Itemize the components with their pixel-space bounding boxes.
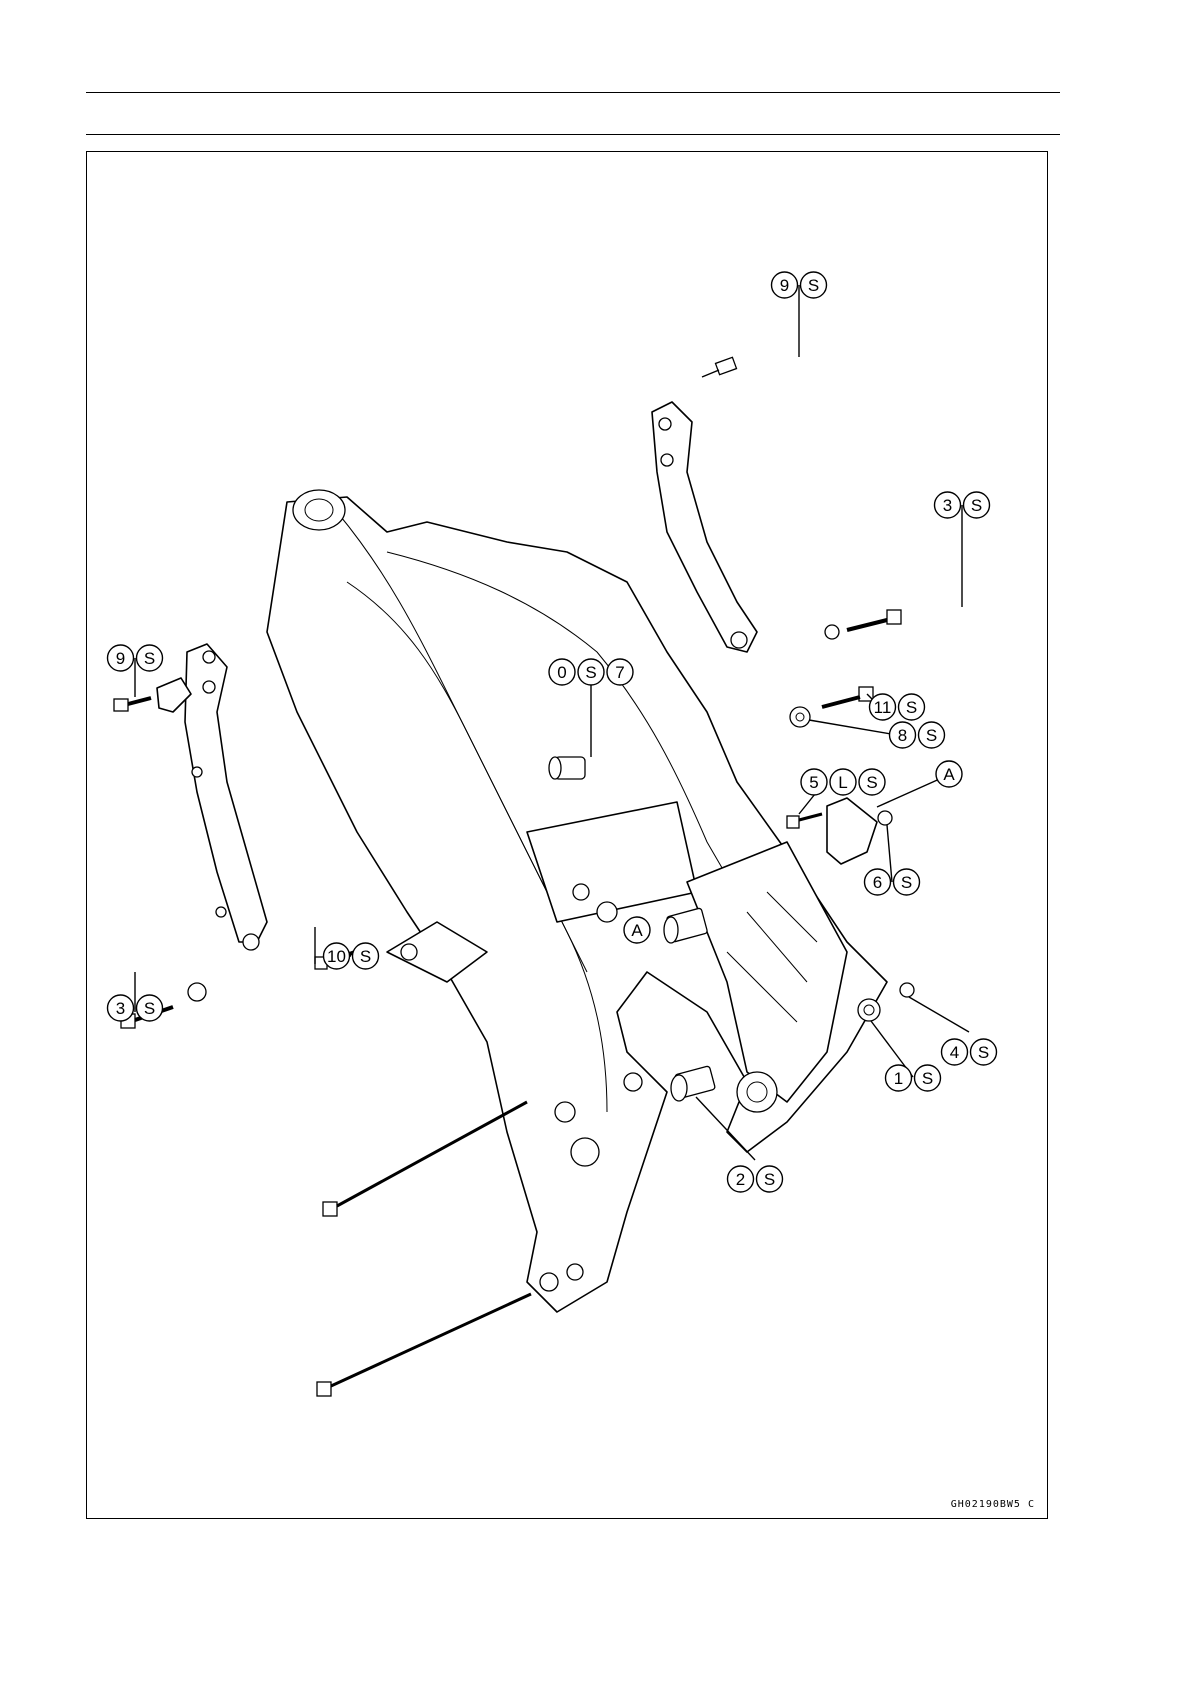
nut-4-icon	[900, 983, 914, 997]
callout-text: 8	[898, 726, 907, 745]
right-rear-bracket	[652, 402, 757, 652]
callout-text: 6	[873, 873, 882, 892]
left-rear-bracket	[185, 644, 267, 950]
callout-text: 10	[327, 947, 346, 966]
callout-text: S	[926, 726, 937, 745]
collar-2-icon	[671, 1066, 715, 1101]
bolt-9-left-icon	[114, 698, 151, 711]
callout-text: 3	[116, 999, 125, 1018]
callout-c-a-right: A	[936, 761, 962, 787]
main-frame	[267, 490, 887, 1312]
callout-text: 9	[116, 649, 125, 668]
callout-text: 4	[950, 1043, 959, 1062]
nut-6-icon	[878, 811, 892, 825]
bolt-5-icon	[787, 814, 822, 828]
callout-text: S	[144, 999, 155, 1018]
callout-c-a-mid: A	[624, 917, 650, 943]
nut-1-icon	[858, 999, 880, 1021]
callout-text: 7	[615, 663, 624, 682]
bolt-9-top-icon	[702, 357, 737, 377]
callout-text: 1	[894, 1069, 903, 1088]
washer-3-right-icon	[825, 625, 839, 639]
callout-text: S	[901, 873, 912, 892]
figure-code: GH02190BW5 C	[951, 1499, 1035, 1510]
callout-text: S	[906, 698, 917, 717]
callout-text: 0	[557, 663, 566, 682]
callout-text: S	[978, 1043, 989, 1062]
callout-c-11: 11 S	[870, 694, 925, 720]
callout-text: S	[922, 1069, 933, 1088]
nut-8-icon	[790, 707, 810, 727]
bolt-3-right-icon	[847, 610, 901, 630]
callout-text: S	[866, 773, 877, 792]
callout-text: S	[144, 649, 155, 668]
washer-3-left-icon	[188, 983, 206, 1001]
callout-text: A	[943, 765, 955, 784]
callout-text: 3	[943, 496, 952, 515]
long-bolt-upper-icon	[323, 1102, 527, 1216]
collar-7-icon	[549, 757, 585, 779]
bracket-plate-a	[827, 798, 877, 864]
callout-text: 2	[736, 1170, 745, 1189]
callout-text: S	[808, 276, 819, 295]
callout-text: A	[631, 921, 643, 940]
bolt-11-icon	[822, 687, 873, 707]
header-rule-bottom	[86, 134, 1060, 135]
header-rule-top	[86, 92, 1060, 93]
callout-text: 5	[809, 773, 818, 792]
callout-text: L	[838, 773, 847, 792]
callout-text: 9	[780, 276, 789, 295]
long-bolt-lower-icon	[317, 1294, 531, 1396]
callout-text: S	[585, 663, 596, 682]
callout-text: S	[360, 947, 371, 966]
callout-text: S	[764, 1170, 775, 1189]
callout-text: 11	[874, 698, 892, 717]
callout-text: S	[971, 496, 982, 515]
